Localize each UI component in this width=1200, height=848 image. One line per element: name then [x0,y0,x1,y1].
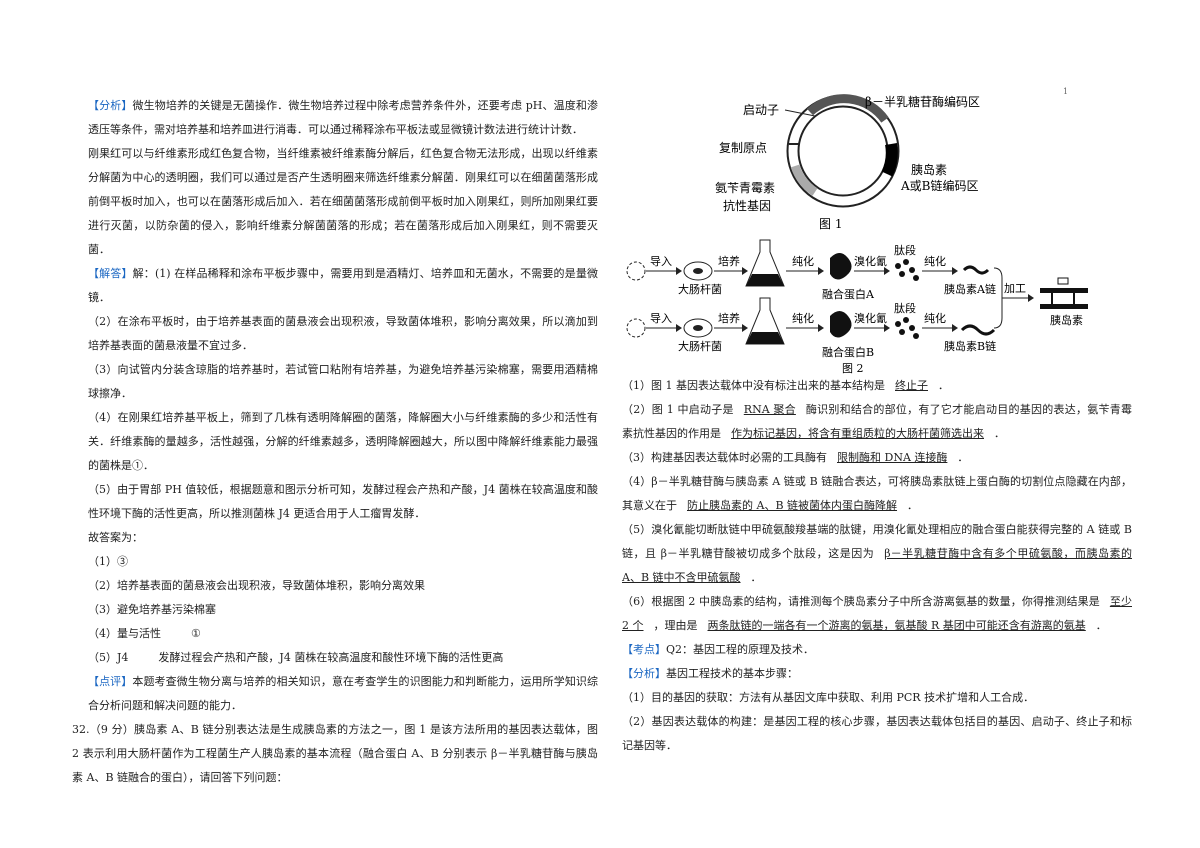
svg-text:胰岛素A链: 胰岛素A链 [944,282,996,296]
svg-text:纯化: 纯化 [924,254,946,268]
knowledge-tag: 【考点】 [622,643,666,656]
figure-1-plasmid: 启动子 β－半乳糖苷酶编码区 复制原点 胰岛素 A或B链编码区 氨苄青霉素 抗性… [715,94,980,231]
q6-answer: 至少 2 个 [622,595,1132,632]
amp-label-2: 抗性基因 [723,198,771,213]
analysis-tag: 【分析】 [88,99,133,112]
insulin-icon [1040,277,1088,309]
amp-label-1: 氨苄青霉素 [715,181,775,195]
svg-text:纯化: 纯化 [924,311,946,325]
ori-label: 复制原点 [719,141,767,155]
svg-text:肽段: 肽段 [894,301,916,315]
svg-text:培养: 培养 [718,311,740,325]
fusion-protein-a-icon [830,253,852,280]
answer-paragraph-3: （3）向试管内分装含琼脂的培养基时，若试管口粘附有培养基，为避免培养基污染棉塞，… [88,363,598,400]
right-analysis-2: （2）基因表达载体的构建：是基因工程的核心步骤，基因表达载体包括目的基因、启动子… [622,715,1132,752]
final-1: （1）③ [88,555,128,568]
right-analysis-1: （1）目的基因的获取：方法有从基因文库中获取、利用 PCR 技术扩增和人工合成． [622,691,1035,704]
svg-text:肽段: 肽段 [894,243,916,257]
q5-answer: β－半乳糖苷酶中含有多个甲硫氨酸，而胰岛素的 A、B 链中不含甲硫氨酸 [622,547,1132,584]
svg-text:大肠杆菌: 大肠杆菌 [678,339,722,353]
answer-paragraph-2: （2）在涂布平板时，由于培养基表面的菌悬液会出现积液，导致菌体堆积，影响分离效果… [88,315,598,352]
svg-text:溴化氰: 溴化氰 [854,311,887,325]
q4-answer: 防止胰岛素的 A、B 链被菌体内蛋白酶降解 [687,499,898,512]
q3: （3）构建基因表达载体时必需的工具酶有限制酶和 DNA 连接酶． [622,451,969,464]
promoter-label: 启动子 [743,103,779,117]
q2-answer: RNA 聚合 [743,403,796,416]
insulin-label-2: A或B链编码区 [900,178,979,193]
svg-text:融合蛋白B: 融合蛋白B [822,345,874,359]
q2-answer-2: 作为标记基因，将含有重组质粒的大肠杆菌筛选出来 [731,427,984,440]
right-column: （1）图 1 基因表达载体中没有标注出来的基本结构是终止子． （2）图 1 中启… [622,374,1132,758]
svg-text:纯化: 纯化 [792,311,814,325]
answer-tag: 【解答】 [88,267,133,280]
amp-region [790,164,818,196]
fusion-protein-b-icon [830,311,852,338]
page-mark: 1 [1063,87,1069,96]
svg-text:融合蛋白A: 融合蛋白A [822,287,875,301]
chain-b-icon [960,324,996,336]
knowledge-point: 【考点】Q2：基因工程的原理及技术． [622,643,815,656]
figure-2-caption: 图 2 [842,362,864,375]
svg-text:胰岛素: 胰岛素 [1050,313,1083,327]
left-column: 【分析】微生物培养的关键是无菌操作．微生物培养过程中除考虑营养条件外，还要考虑 … [72,94,599,790]
svg-text:纯化: 纯化 [792,254,814,268]
q4: （4）β－半乳糖苷酶与胰岛素 A 链或 B 链融合表达，可将胰岛素肽链上蛋白酶的… [622,475,1132,512]
svg-text:导入: 导入 [650,312,672,325]
svg-text:大肠杆菌: 大肠杆菌 [678,282,722,296]
svg-text:加工: 加工 [1004,282,1026,295]
q1: （1）图 1 基因表达载体中没有标注出来的基本结构是终止子． [622,379,949,392]
q5: （5）溴化氰能切断肽链中甲硫氨酸羧基端的肽键，用溴化氰处理相应的融合蛋白能获得完… [622,523,1132,584]
answer-paragraph-1: 【解答】解：(1) 在样品稀释和涂布平板步骤中，需要用到是酒精灯、培养皿和无菌水… [88,267,599,304]
q6: （6）根据图 2 中胰岛素的结构，请推测每个胰岛素分子中所含游离氨基的数量，你得… [622,595,1132,632]
lacz-region [806,94,889,123]
flow-row-b: 导入 大肠杆菌 培养 纯化 融合蛋白B 溴化氰 肽段 纯化 胰岛素B链 [626,297,996,359]
analysis-paragraph-2: 刚果红可以与纤维素形成红色复合物，当纤维素被纤维素酶分解后，红色复合物无法形成，… [88,147,598,256]
right-analysis-tag: 【分析】 [622,667,666,680]
q3-answer: 限制酶和 DNA 连接酶 [837,451,948,464]
question-32: 32.（9 分）胰岛素 A、B 链分别表达法是生成胰岛素的方法之一，图 1 是该… [72,723,598,784]
svg-text:导入: 导入 [650,255,672,268]
final-3: （3）避免培养基污染棉塞 [88,603,216,616]
analysis-paragraph: 【分析】微生物培养的关键是无菌操作．微生物培养过程中除考虑营养条件外，还要考虑 … [88,99,598,136]
flow-row-a: 导入 大肠杆菌 培养 纯化 融合蛋白A 溴化氰 肽段 纯化 胰岛素A链 [626,239,996,301]
insulin-label-1: 胰岛素 [911,162,947,177]
lacz-label: β－半乳糖苷酶编码区 [865,94,980,109]
merge-bracket [993,267,1003,329]
comment-paragraph: 【点评】本题考查微生物分离与培养的相关知识，意在考查学生的识图能力和判断能力，运… [88,675,599,712]
comment-tag: 【点评】 [88,675,133,688]
svg-text:溴化氰: 溴化氰 [854,254,887,268]
insulin-region [881,142,898,177]
svg-text:培养: 培养 [718,254,740,268]
answer-paragraph-5: （5）由于胃部 PH 值较低，根据题意和图示分析可知，发酵过程会产热和产酸，J4… [88,483,598,520]
peptides-icon-a [895,259,919,281]
figure-1-caption: 图 1 [819,217,842,231]
right-analysis: 【分析】基因工程技术的基本步骤： [622,667,798,680]
answer-paragraph-4: （4）在刚果红培养基平板上，筛到了几株有透明降解圈的菌落，降解圈大小与纤维素酶的… [88,411,598,472]
chain-a-icon [962,265,990,275]
final-2: （2）培养基表面的菌悬液会出现积液，导致菌体堆积，影响分离效果 [88,579,425,592]
svg-text:胰岛素B链: 胰岛素B链 [944,339,996,353]
final-label: 故答案为： [88,531,143,544]
peptides-icon-b [895,317,919,339]
figure-2-flow: 导入 大肠杆菌 培养 纯化 融合蛋白A 溴化氰 肽段 纯化 胰岛素A链 导入 [626,239,1088,375]
q6-answer-2: 两条肽链的一端各有一个游离的氨基，氨基酸 R 基团中可能还含有游离的氨基 [707,619,1086,632]
q1-answer: 终止子 [895,379,928,392]
plasmid-icon [626,261,646,281]
ecoli-icon [683,261,713,281]
